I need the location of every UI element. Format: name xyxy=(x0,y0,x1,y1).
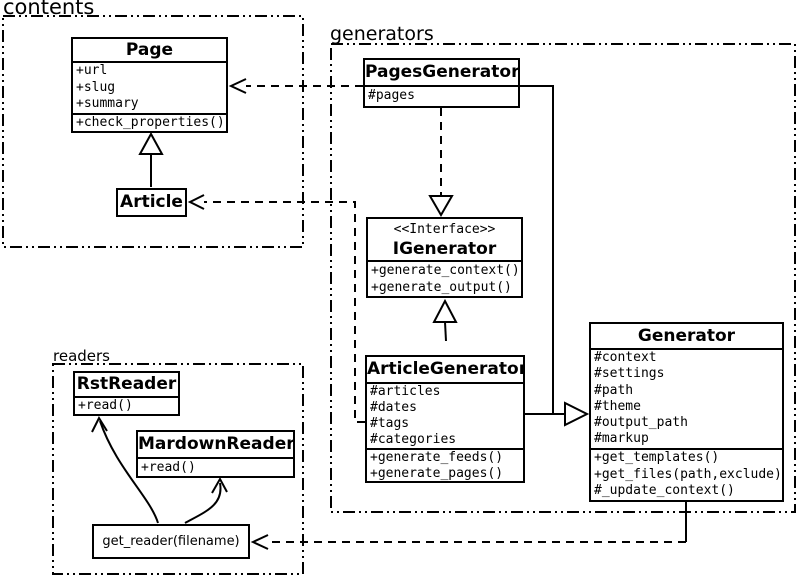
method: +read() xyxy=(78,398,133,413)
package-border-readers xyxy=(52,363,304,575)
attribute: #articles xyxy=(370,384,441,399)
class-article-name: Article xyxy=(120,192,183,212)
class-igenerator: <<Interface>> IGenerator +generate_conte… xyxy=(366,217,523,298)
class-mardownreader: MardownReader +read() xyxy=(136,430,295,478)
attribute: #categories xyxy=(370,432,457,447)
method: +read() xyxy=(141,460,196,475)
arrow-getreader-to-rstreader xyxy=(91,415,159,524)
class-pagesgenerator: PagesGenerator #pages xyxy=(363,58,520,108)
class-page: Page +url +slug +summary +check_properti… xyxy=(71,37,228,133)
attribute: #path xyxy=(594,382,634,398)
attribute: +url xyxy=(76,63,108,78)
realization-pagesgenerator-to-igenerator xyxy=(428,108,454,217)
method: +generate_output() xyxy=(371,280,512,295)
class-igenerator-name: IGenerator xyxy=(392,239,497,259)
class-generator-attributes: #context #settings #path #theme #output_… xyxy=(591,348,782,448)
class-generator: Generator #context #settings #path #them… xyxy=(589,322,784,502)
dependency-generator-to-getreader xyxy=(250,502,687,550)
attribute: #dates xyxy=(370,400,417,415)
package-label-contents: contents xyxy=(3,0,95,19)
dependency-pagesgenerator-to-page xyxy=(228,78,363,94)
attribute: #markup xyxy=(594,431,649,447)
class-page-name: Page xyxy=(125,40,174,60)
class-igenerator-header: <<Interface>> IGenerator xyxy=(368,219,521,260)
method: +generate_pages() xyxy=(370,465,504,481)
method: +get_files(path,exclude) xyxy=(594,466,782,482)
class-pagesgenerator-name: PagesGenerator xyxy=(365,62,518,82)
class-rstreader: RstReader +read() xyxy=(73,371,180,416)
function-get-reader-label: get_reader(filename) xyxy=(102,534,240,549)
method: +get_templates() xyxy=(594,450,720,465)
attribute: #output_path xyxy=(594,415,688,431)
package-border-generators xyxy=(330,43,796,513)
attribute: #tags xyxy=(370,416,410,431)
generalization-generators-to-generator xyxy=(520,85,590,427)
attribute: #pages xyxy=(368,88,415,103)
generalization-article-to-page xyxy=(138,131,164,187)
method: +generate_context() xyxy=(371,263,520,278)
class-articlegenerator-name: ArticleGenerator xyxy=(367,359,523,379)
function-get-reader: get_reader(filename) xyxy=(92,524,250,559)
package-label-readers: readers xyxy=(53,347,110,365)
class-articlegenerator-attributes: #articles #dates #tags #categories xyxy=(367,382,523,448)
attribute: #theme xyxy=(594,398,641,414)
package-label-generators: generators xyxy=(330,23,434,45)
class-igenerator-stereotype: <<Interface>> xyxy=(393,222,496,237)
dependency-articlegenerator-to-article xyxy=(187,194,365,423)
class-articlegenerator: ArticleGenerator #articles #dates #tags … xyxy=(365,355,525,483)
arrow-getreader-to-mardownreader xyxy=(184,476,228,524)
package-border-contents xyxy=(2,15,304,248)
class-igenerator-methods: +generate_context() +generate_output() xyxy=(368,260,521,296)
method: +check_properties() xyxy=(76,115,225,130)
class-generator-methods: +get_templates() +get_files(path,exclude… xyxy=(591,448,782,500)
class-mardownreader-methods: +read() xyxy=(138,457,293,476)
method: +generate_feeds() xyxy=(370,450,504,465)
class-page-methods: +check_properties() xyxy=(73,113,226,131)
class-rstreader-methods: +read() xyxy=(75,396,178,414)
attribute: +slug xyxy=(76,79,116,95)
class-article: Article xyxy=(116,188,187,217)
class-rstreader-name: RstReader xyxy=(76,374,177,394)
class-generator-name: Generator xyxy=(637,326,736,346)
class-page-attributes: +url +slug +summary xyxy=(73,61,226,113)
class-mardownreader-name: MardownReader xyxy=(138,434,293,454)
attribute: +summary xyxy=(76,96,139,112)
generalization-articlegenerator-to-igenerator xyxy=(432,298,458,342)
attribute: #settings xyxy=(594,366,665,382)
class-pagesgenerator-attributes: #pages xyxy=(365,85,518,106)
method: #_update_context() xyxy=(594,483,735,499)
class-articlegenerator-methods: +generate_feeds() +generate_pages() xyxy=(367,448,523,481)
attribute: #context xyxy=(594,350,657,365)
